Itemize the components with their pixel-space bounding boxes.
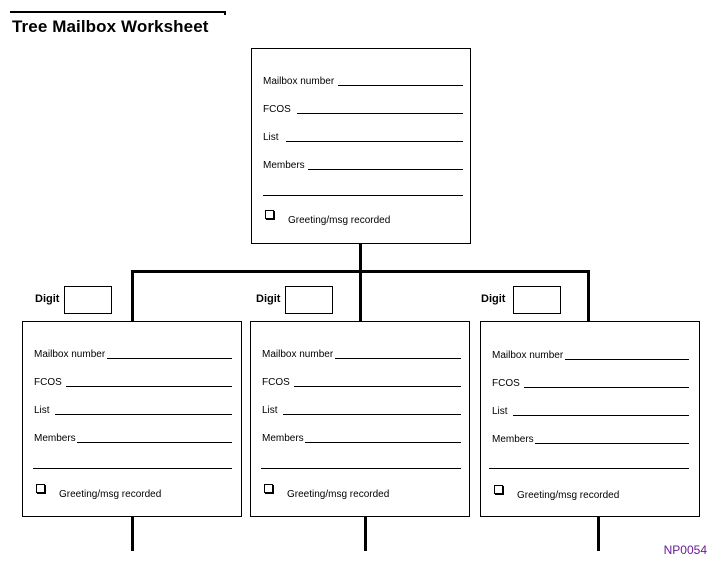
list-field[interactable] bbox=[55, 414, 232, 415]
members-field[interactable] bbox=[535, 443, 689, 444]
fcos-field[interactable] bbox=[294, 386, 461, 387]
list-label: List bbox=[262, 405, 278, 416]
connector-right bbox=[587, 270, 590, 322]
connector-left bbox=[131, 270, 134, 322]
fcos-label: FCOS bbox=[262, 377, 290, 388]
digit-input-right[interactable] bbox=[513, 286, 561, 314]
greeting-label: Greeting/msg recorded bbox=[59, 489, 162, 500]
greeting-checkbox[interactable] bbox=[264, 484, 273, 493]
greeting-label: Greeting/msg recorded bbox=[517, 490, 620, 501]
fcos-field[interactable] bbox=[524, 387, 689, 388]
mailbox-card-middle: Mailbox number FCOS List Members Greetin… bbox=[250, 321, 470, 517]
members-field-extra[interactable] bbox=[489, 468, 689, 469]
digit-label-middle: Digit bbox=[256, 293, 281, 305]
list-field[interactable] bbox=[283, 414, 461, 415]
mailbox-number-field[interactable] bbox=[565, 359, 689, 360]
mailbox-number-field[interactable] bbox=[335, 358, 461, 359]
mailbox-number-label: Mailbox number bbox=[262, 349, 334, 360]
members-label: Members bbox=[34, 433, 76, 444]
members-label: Members bbox=[262, 433, 304, 444]
greeting-checkbox[interactable] bbox=[265, 210, 274, 219]
connector-down-right bbox=[597, 516, 600, 551]
mailbox-card-left: Mailbox number FCOS List Members Greetin… bbox=[22, 321, 242, 517]
title-rule bbox=[10, 11, 226, 15]
mailbox-number-field[interactable] bbox=[107, 358, 232, 359]
members-field-extra[interactable] bbox=[261, 468, 461, 469]
greeting-checkbox[interactable] bbox=[36, 484, 45, 493]
members-field-extra[interactable] bbox=[263, 195, 463, 196]
greeting-checkbox[interactable] bbox=[494, 485, 503, 494]
fcos-label: FCOS bbox=[34, 377, 62, 388]
connector-root bbox=[359, 243, 362, 272]
list-label: List bbox=[34, 405, 50, 416]
connector-down-middle bbox=[364, 516, 367, 551]
digit-label-left: Digit bbox=[35, 293, 60, 305]
connector-middle bbox=[359, 270, 362, 322]
greeting-label: Greeting/msg recorded bbox=[287, 489, 390, 500]
list-field[interactable] bbox=[513, 415, 689, 416]
digit-label-right: Digit bbox=[481, 293, 506, 305]
list-label: List bbox=[263, 132, 279, 143]
fcos-label: FCOS bbox=[492, 378, 520, 389]
digit-input-middle[interactable] bbox=[285, 286, 333, 314]
mailbox-number-label: Mailbox number bbox=[263, 76, 335, 87]
mailbox-number-label: Mailbox number bbox=[492, 350, 564, 361]
list-field[interactable] bbox=[286, 141, 463, 142]
fcos-field[interactable] bbox=[66, 386, 232, 387]
members-field[interactable] bbox=[305, 442, 461, 443]
members-field[interactable] bbox=[77, 442, 232, 443]
members-field[interactable] bbox=[308, 169, 463, 170]
connector-down-left bbox=[131, 516, 134, 551]
mailbox-number-field[interactable] bbox=[338, 85, 463, 86]
members-label: Members bbox=[492, 434, 534, 445]
members-field-extra[interactable] bbox=[33, 468, 232, 469]
mailbox-card-right: Mailbox number FCOS List Members Greetin… bbox=[480, 321, 700, 517]
members-label: Members bbox=[263, 160, 305, 171]
fcos-field[interactable] bbox=[297, 113, 463, 114]
figure-code: NP0054 bbox=[663, 543, 707, 557]
digit-input-left[interactable] bbox=[64, 286, 112, 314]
fcos-label: FCOS bbox=[263, 104, 291, 115]
page-title: Tree Mailbox Worksheet bbox=[12, 17, 209, 36]
greeting-label: Greeting/msg recorded bbox=[288, 215, 391, 226]
mailbox-card-root: Mailbox number FCOS List Members Greetin… bbox=[251, 48, 471, 244]
list-label: List bbox=[492, 406, 508, 417]
mailbox-number-label: Mailbox number bbox=[34, 349, 106, 360]
